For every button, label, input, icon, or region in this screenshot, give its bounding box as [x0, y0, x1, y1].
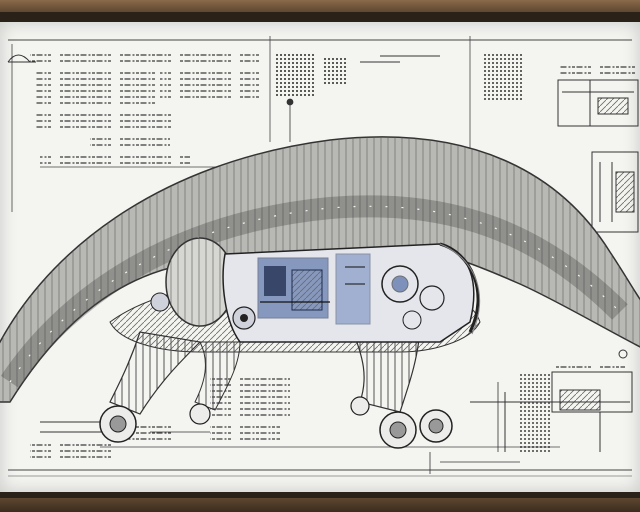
front-leg	[109, 331, 241, 415]
frame-top-edge	[0, 0, 640, 12]
foot-wheels	[99, 396, 453, 449]
mechanical-cutaway	[150, 242, 481, 343]
detail-diagram-top-right	[360, 55, 639, 233]
shoulder-drum	[165, 237, 235, 327]
frame-bottom-edge	[0, 498, 640, 512]
leader-lines	[150, 98, 520, 474]
blueprint-drawing	[0, 36, 640, 477]
detail-diagram-left	[7, 54, 110, 433]
blueprint-sheet	[0, 22, 640, 492]
sheet-border-lines	[8, 36, 632, 477]
annotation-blocks	[30, 50, 635, 458]
detail-diagram-bottom-right	[470, 349, 633, 452]
